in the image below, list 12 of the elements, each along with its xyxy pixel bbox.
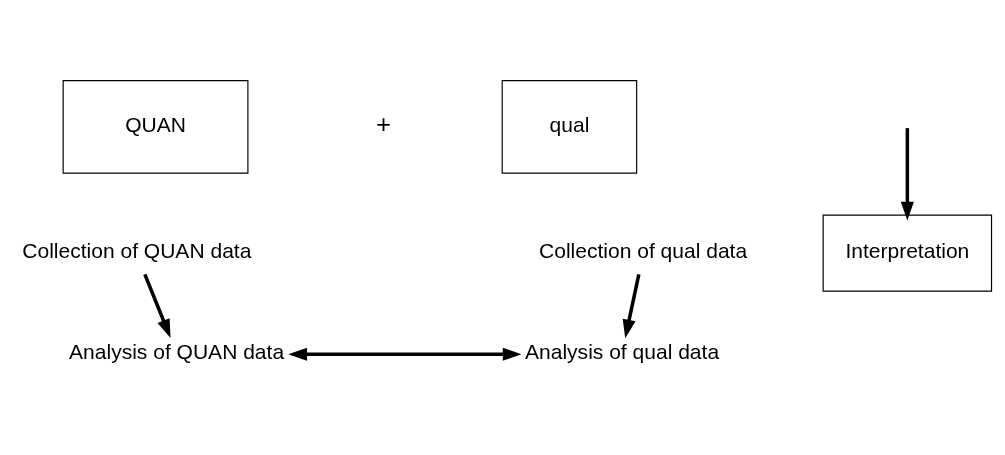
node-box: QUAN — [62, 79, 249, 174]
arrow — [288, 347, 522, 361]
node-box: Interpretation — [822, 214, 993, 292]
node-box: qual — [501, 79, 638, 174]
arrow — [900, 127, 914, 220]
label: + — [376, 109, 392, 138]
arrow — [143, 273, 171, 338]
node-text: Analysis of qual data — [525, 339, 720, 363]
arrow — [622, 273, 641, 338]
node-text: Collection of QUAN data — [22, 238, 252, 262]
node-text: Analysis of QUAN data — [69, 339, 285, 363]
node-text: Collection of qual data — [539, 238, 748, 262]
